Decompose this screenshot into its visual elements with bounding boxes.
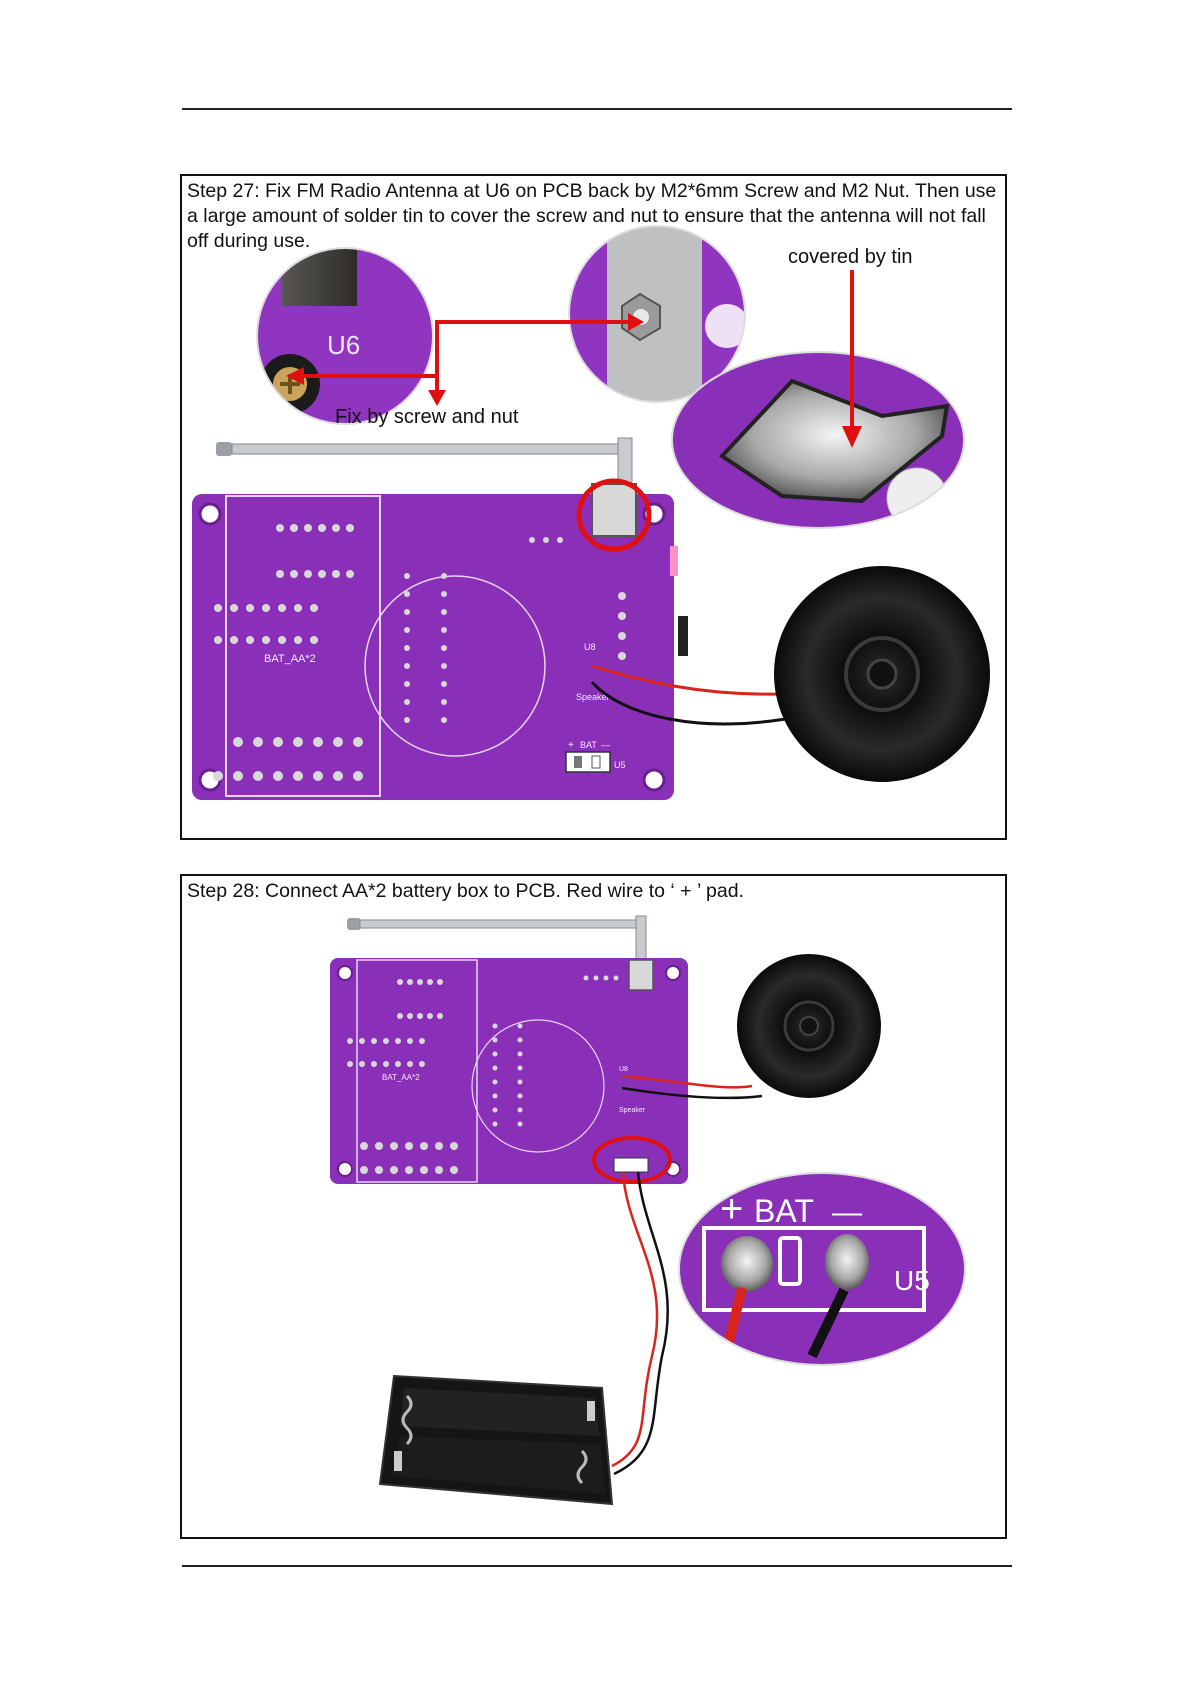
pcb-label-battery: BAT_AA*2: [264, 653, 316, 665]
pcb-label-plus: +: [568, 740, 574, 751]
footer-rule: [182, 1565, 1012, 1567]
step-28-instructions: Step 28: Connect AA*2 battery box to PCB…: [187, 880, 744, 902]
battery-holder: [378, 1374, 614, 1506]
zoom-u5-label: U5: [894, 1265, 930, 1296]
step-27-panel: Step 27: Fix FM Radio Antenna at U6 on P…: [180, 174, 1007, 840]
speaker: [621, 954, 881, 1100]
step-28-panel: Step 28: Connect AA*2 battery box to PCB…: [180, 874, 1007, 1539]
battery-wires: [611, 1171, 670, 1476]
step-27-instructions: Step 27: Fix FM Radio Antenna at U6 on P…: [187, 180, 997, 252]
zoom-bat-label: BAT: [754, 1193, 814, 1229]
speaker: [590, 566, 990, 782]
callout-covered-by-tin: covered by tin: [788, 246, 913, 268]
pcb-label-battery: BAT_AA*2: [382, 1073, 420, 1082]
pcb-label-speaker: Speaker: [619, 1107, 646, 1114]
zoom-tin-blob: [671, 351, 965, 529]
zoom-nut: [568, 225, 746, 403]
callout-fix-by-screw-and-nut: Fix by screw and nut: [335, 406, 519, 428]
pcb-label-u8: U8: [584, 642, 596, 652]
zoom-bat-pads: + BAT — U5: [678, 1172, 966, 1366]
zoom-minus-label: —: [832, 1196, 862, 1229]
highlight-antenna-solder: [576, 478, 652, 552]
header-rule: [182, 108, 1012, 110]
pcb-label-speaker: Speaker: [576, 692, 610, 702]
screw-nut-arrows: [286, 313, 644, 406]
pcb-label-u5: U5: [614, 760, 626, 770]
step-27-illustration: U6: [192, 225, 990, 800]
step-28-illustration: BAT_AA*2 U8 Speaker: [330, 915, 966, 1506]
tin-arrow: [842, 270, 862, 448]
pcb-board: BAT_AA*2 U8 Speaker + BAT — U5: [192, 483, 688, 800]
zoom-u6-label: U6: [327, 330, 360, 360]
pcb-label-minus: —: [601, 740, 610, 750]
pcb-label-u8: U8: [619, 1066, 628, 1073]
pcb-board: BAT_AA*2 U8 Speaker: [330, 958, 688, 1184]
telescopic-antenna: [216, 437, 633, 499]
pcb-label-bat: BAT: [580, 740, 597, 750]
zoom-plus-label: +: [720, 1187, 743, 1231]
highlight-bat-pads: [592, 1136, 672, 1184]
